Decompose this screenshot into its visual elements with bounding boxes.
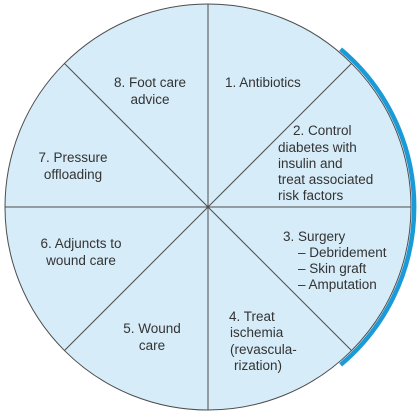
segment-text-line: advice	[130, 92, 169, 107]
segment-label: 1. Antibiotics	[225, 75, 301, 90]
segment-antibiotics: 1. Antibiotics	[225, 75, 301, 90]
divider-diagonal-up	[64, 63, 352, 351]
segment-text-line: diabetes with	[278, 140, 357, 155]
segment-label: 2. Control	[293, 123, 352, 138]
segment-pressure-offloading: 7. Pressure offloading	[38, 150, 107, 182]
segment-label: 5. Wound	[123, 321, 181, 336]
segment-label: 4. Treat	[229, 309, 275, 324]
segment-text-line: wound care	[45, 253, 116, 268]
segment-text-line: risk factors	[278, 188, 344, 203]
segment-label: 3. Surgery	[283, 229, 346, 244]
segment-subitem: – Debridement	[298, 245, 387, 260]
segment-foot-care-advice: 8. Foot care advice	[114, 75, 186, 107]
segment-label: 6. Adjuncts to	[40, 236, 121, 251]
segment-text-line: rization)	[234, 358, 282, 373]
segment-dividers	[5, 4, 411, 410]
segment-text-line: ischemia	[230, 325, 284, 340]
segment-text-line: (revascula-	[230, 342, 297, 357]
segment-text-line: insulin and	[278, 156, 343, 171]
segment-text-line: offloading	[44, 167, 102, 182]
segment-label: 7. Pressure	[38, 150, 107, 165]
segment-wound-care: 5. Wound care	[123, 321, 181, 353]
segment-text-line: treat associated	[278, 172, 373, 187]
segment-subitem: – Skin graft	[298, 261, 367, 276]
segment-surgery: 3. Surgery – Debridement – Skin graft – …	[283, 229, 387, 292]
segment-subitem: – Amputation	[298, 277, 377, 292]
segment-control-diabetes: 2. Control diabetes with insulin and tre…	[278, 123, 373, 203]
accent-arc	[339, 47, 417, 367]
segment-treat-ischemia: 4. Treat ischemia (revascula- rization)	[229, 309, 297, 373]
segment-adjuncts: 6. Adjuncts to wound care	[40, 236, 121, 268]
segment-text-line: care	[139, 338, 165, 353]
segment-label: 8. Foot care	[114, 75, 186, 90]
